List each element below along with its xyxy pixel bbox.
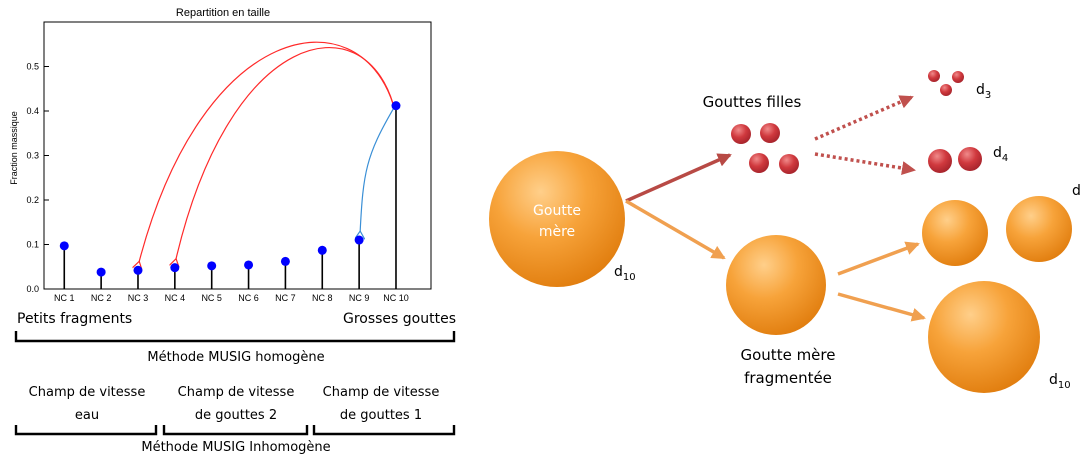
arrow-to-big-drop — [837, 292, 926, 322]
data-point — [133, 265, 143, 275]
mother-drop — [489, 151, 625, 287]
transfer-arrow — [360, 107, 395, 232]
homog-method-label: Méthode MUSIG homogène — [147, 350, 324, 365]
transfer-arrows — [139, 41, 395, 262]
y-tick-label: 0.2 — [26, 195, 39, 205]
y-tick-label: 0.0 — [26, 284, 39, 294]
data-point — [59, 241, 69, 251]
x-tick-label: NC 7 — [275, 293, 296, 303]
fragmented-label-line2: fragmentée — [744, 369, 832, 387]
x-ticks: NC 1 NC 2 NC 3 NC 4 NC 5 NC 6 NC 7 NC 8 NC 9 NC 1… — [54, 293, 409, 303]
data-point — [207, 261, 217, 271]
field-g1-line2: de gouttes 1 — [340, 408, 422, 423]
y-ticks: 0.0 0.1 0.2 0.3 0.4 0.5 — [26, 62, 49, 294]
markers — [59, 101, 401, 277]
size-distribution-chart: Repartition en taille Fraction massique … — [9, 7, 432, 303]
daughter-drop — [760, 123, 780, 143]
x-tick-label: NC 9 — [349, 293, 370, 303]
mother-label-line2: mère — [539, 224, 575, 240]
big-drop — [928, 281, 1040, 393]
y-tick-label: 0.1 — [26, 240, 39, 250]
medium-drop-label: d — [1072, 183, 1081, 199]
field-g2-line1: Champ de vitesse — [178, 385, 295, 400]
g1-bracket — [312, 425, 456, 436]
data-point — [96, 267, 106, 277]
x-tick-label: NC 3 — [128, 293, 149, 303]
transfer-arrow — [139, 41, 394, 262]
g2-bracket — [162, 425, 309, 436]
d3-drop — [952, 71, 964, 83]
x-tick-label: NC 8 — [312, 293, 333, 303]
d3-drop — [940, 84, 952, 96]
y-tick-label: 0.3 — [26, 151, 39, 161]
data-point — [280, 256, 290, 266]
big-drop-diameter: d10 — [1049, 372, 1071, 391]
data-point — [391, 101, 401, 111]
x-tick-label: NC 6 — [238, 293, 259, 303]
medium-drop — [922, 200, 988, 266]
d3-label: d3 — [976, 82, 991, 101]
field-g2-line2: de gouttes 2 — [195, 408, 277, 423]
daughters-label: Gouttes filles — [703, 93, 802, 111]
breakup-diagram: Goutte mère d10 Gouttes filles d3 d4 Gou… — [489, 70, 1081, 393]
daughter-drop — [749, 153, 769, 173]
field-g1-line1: Champ de vitesse — [323, 385, 440, 400]
small-fragments-label: Petits fragments — [17, 311, 132, 327]
large-drops-label: Grosses gouttes — [343, 311, 456, 327]
inhomog-method-label: Méthode MUSIG Inhomogène — [141, 440, 330, 454]
arrow-to-fragmented — [625, 199, 726, 260]
homog-bracket — [14, 331, 456, 343]
daughter-drop — [779, 154, 799, 174]
d3-drop — [928, 70, 940, 82]
x-tick-label: NC 2 — [91, 293, 112, 303]
d4-drop — [958, 147, 982, 171]
transfer-arrow — [176, 46, 394, 260]
mother-label-line1: Goutte — [533, 203, 581, 219]
daughter-drop — [731, 124, 751, 144]
y-axis-label: Fraction massique — [9, 111, 19, 185]
chart-title: Repartition en taille — [176, 7, 270, 19]
x-tick-label: NC 5 — [201, 293, 222, 303]
medium-drop — [1006, 196, 1072, 262]
dotted-arrow-to-d4 — [814, 152, 916, 175]
water-bracket — [14, 425, 158, 436]
x-tick-label: NC 1 — [54, 293, 75, 303]
data-point — [354, 235, 364, 245]
stems — [63, 105, 397, 289]
arrow-to-medium-drops — [837, 241, 920, 276]
fragmented-label-line1: Goutte mère — [741, 346, 836, 364]
data-point — [170, 263, 180, 273]
arrow-to-daughters — [625, 153, 732, 203]
data-point — [317, 245, 327, 255]
chart-annotations: Petits fragments Grosses gouttes Méthode… — [14, 311, 456, 454]
d4-label: d4 — [993, 145, 1008, 164]
y-tick-label: 0.5 — [26, 62, 39, 72]
y-tick-label: 0.4 — [26, 106, 39, 116]
field-water-line1: Champ de vitesse — [29, 385, 146, 400]
x-tick-label: NC 4 — [165, 293, 186, 303]
data-point — [244, 260, 254, 270]
dotted-arrow-to-d3 — [814, 95, 914, 141]
field-water-line2: eau — [75, 408, 99, 423]
d4-drop — [928, 149, 952, 173]
mother-diameter: d10 — [614, 264, 636, 283]
x-tick-label: NC 10 — [383, 293, 409, 303]
plot-area — [43, 21, 432, 290]
fragmented-drop — [726, 235, 826, 335]
